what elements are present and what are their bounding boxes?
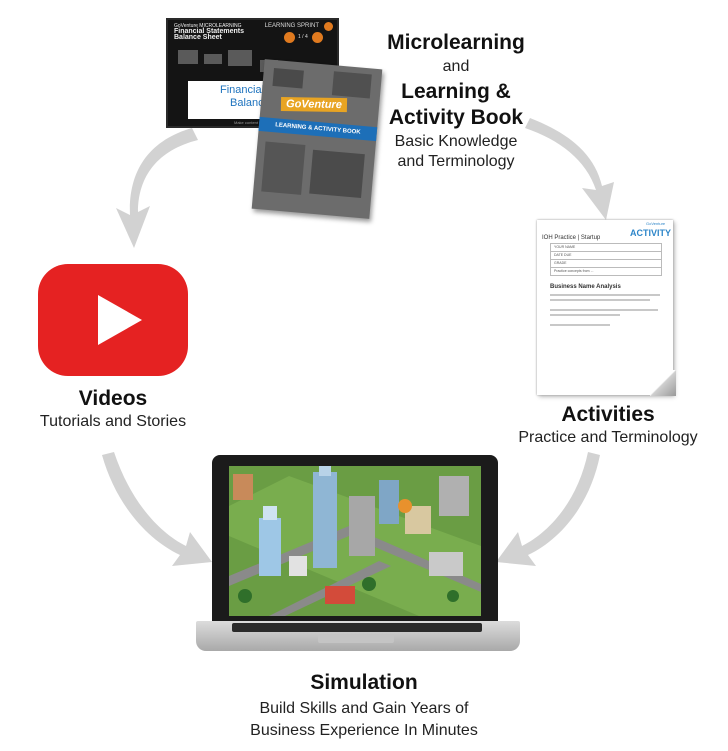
arrow-to-simulation-right [496, 452, 600, 566]
activity-book-title: Activity Book [388, 106, 524, 129]
goventure-logo: GoVenture [280, 97, 348, 113]
simulation-sub2: Business Experience In Minutes [250, 722, 478, 739]
page-curl [650, 370, 676, 396]
videos-sub: Tutorials and Stories [39, 413, 187, 430]
thumbnail-image [228, 50, 252, 66]
doc-form: YOUR NAME DATE DUE GRADE Practice concep… [550, 243, 662, 276]
doc-activity-label: ACTIVITY [630, 228, 672, 238]
learning-title: Learning & [401, 80, 511, 103]
doc-heading: IOH Practice | Startup [542, 235, 601, 241]
doc-section-title: Business Name Analysis [550, 284, 621, 290]
microlearning-header-subtitle: Balance Sheet [174, 34, 222, 41]
doc-form-row: Practice concepts from ... [550, 267, 662, 276]
book-photo [261, 141, 306, 195]
book-photo [309, 149, 365, 199]
doc-text-line [550, 309, 658, 311]
sprint-label: LEARNING SPRINT [264, 23, 319, 29]
arrow-to-activities [525, 118, 614, 220]
doc-form-row: DATE DUE [550, 251, 662, 259]
book-title-band: LEARNING & ACTIVITY BOOK [258, 116, 378, 142]
simulation-screen [229, 466, 481, 616]
thumbnail-image [204, 54, 222, 64]
arrow-to-simulation-left [102, 452, 212, 566]
microlearning-sub1: Basic Knowledge [394, 133, 518, 150]
microlearning-brand: GoVenture MICROLEARNING [174, 23, 242, 29]
arrow-to-videos [116, 128, 198, 248]
page-nav: 1 / 4 [284, 32, 324, 44]
doc-text-line [550, 324, 610, 326]
activities-sub: Practice and Terminology [518, 429, 698, 446]
book-photo [272, 67, 304, 89]
doc-form-row: GRADE [550, 259, 662, 267]
microlearning-caption: Microlearning and Learning & Activity Bo… [376, 30, 536, 172]
next-arrow-icon [312, 32, 323, 43]
prev-arrow-icon [284, 32, 295, 43]
simulation-title: Simulation [310, 671, 418, 694]
doc-form-row: YOUR NAME [550, 243, 662, 251]
activities-title: Activities [561, 403, 655, 426]
close-icon [324, 22, 333, 31]
thumbnail-image [178, 50, 198, 64]
activities-caption: Activities Practice and Terminology [506, 402, 710, 448]
doc-text-line [550, 299, 650, 301]
doc-text-line [550, 294, 660, 296]
activity-document [537, 220, 673, 395]
city-illustration [229, 466, 481, 616]
videos-caption: Videos Tutorials and Stories [20, 386, 206, 432]
doc-text-line [550, 314, 620, 316]
microlearning-header: GoVenture MICROLEARNING Financial Statem… [174, 23, 244, 41]
page-indicator: 1 / 4 [298, 34, 308, 40]
microlearning-sub2: and Terminology [397, 153, 515, 170]
microlearning-title: Microlearning [387, 31, 525, 54]
laptop-keyboard [232, 623, 482, 632]
book-photo [331, 71, 372, 99]
and-label: and [442, 58, 470, 75]
slide-footer: Make content slide to fit [234, 120, 277, 125]
simulation-caption: Simulation Build Skills and Gain Years o… [214, 670, 514, 741]
youtube-icon [38, 264, 188, 376]
activity-book-cover: GoVenture LEARNING & ACTIVITY BOOK [251, 59, 383, 219]
play-icon [98, 295, 142, 345]
videos-title: Videos [78, 387, 148, 410]
laptop-trackpad [318, 634, 394, 643]
doc-brand: GoVenture [646, 221, 666, 226]
microlearning-header-title: Financial Statements [174, 28, 245, 35]
simulation-sub1: Build Skills and Gain Years of [259, 700, 469, 717]
